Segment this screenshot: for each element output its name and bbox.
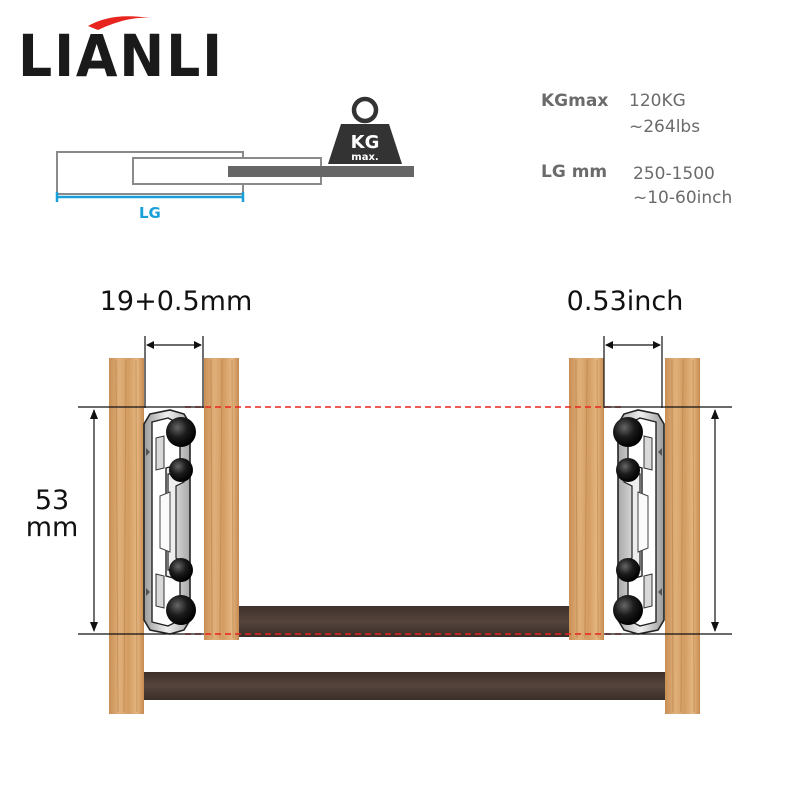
- logo-swoosh-icon: [88, 16, 150, 30]
- spec-load-value-lbs: ~264lbs: [629, 117, 700, 137]
- spec-load: KGmax 120KG ~264lbs: [541, 91, 700, 137]
- cabinet-side-left: [109, 358, 144, 714]
- thickness-metric-label: 19+0.5mm: [100, 286, 253, 317]
- drawer-bottom-panel: [144, 672, 666, 700]
- logo-text: LIANLI: [18, 22, 224, 90]
- brand-logo: LIANLI: [18, 16, 224, 90]
- spec-load-label: KGmax: [541, 91, 608, 111]
- spec-length-label: LG mm: [541, 162, 607, 182]
- thickness-imperial-label: 0.53inch: [567, 286, 684, 317]
- cross-section-diagram: 19+0.5mm 0.53inch 53 mm: [26, 286, 732, 714]
- height-value-label: 53: [35, 485, 69, 516]
- weight-icon-sublabel: max.: [351, 152, 378, 163]
- thickness-dimension-left: 19+0.5mm: [100, 286, 253, 408]
- height-dimension-right: [711, 409, 719, 632]
- thickness-dimension-right: 0.53inch: [567, 286, 684, 408]
- height-dimension-left: 53 mm: [26, 409, 98, 632]
- drawer-floor-panel: [238, 606, 569, 637]
- spec-length-value-mm: 250-1500: [633, 164, 715, 184]
- spec-length: LG mm 250-1500 ~10-60inch: [541, 162, 732, 208]
- slide-extension-diagram: LG: [55, 151, 414, 222]
- lg-label: LG: [139, 204, 161, 222]
- max-weight-icon: KG max.: [328, 96, 402, 164]
- height-unit-label: mm: [26, 512, 79, 543]
- spec-length-value-inch: ~10-60inch: [633, 188, 732, 208]
- spec-load-value-kg: 120KG: [629, 91, 686, 111]
- weight-icon-label: KG: [351, 132, 380, 153]
- rail-section-left: [143, 409, 196, 635]
- rail-section-right: [613, 409, 665, 635]
